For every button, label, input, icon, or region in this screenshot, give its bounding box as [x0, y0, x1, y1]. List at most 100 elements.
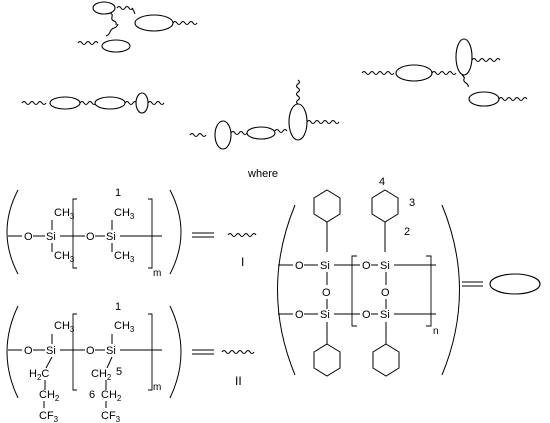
ladder-ellipse [101, 39, 131, 53]
ladder-ellipse [468, 91, 500, 107]
atom-o: O [86, 231, 95, 243]
squiggle-I [124, 100, 138, 106]
atom-o: O [381, 287, 390, 299]
squiggle-I [189, 132, 207, 138]
methylene-group: CH2 [39, 389, 60, 403]
atom-si: Si [106, 345, 116, 357]
methylene-group: H2C [29, 368, 49, 382]
squiggle-I [109, 12, 117, 26]
ladder-ellipse [134, 14, 174, 32]
methyl-group: CH3 [114, 250, 135, 264]
squiggle-I [105, 23, 119, 37]
atom-si: Si [320, 309, 330, 321]
methyl-group: CH3 [54, 320, 75, 334]
trifluoromethyl-group: CF3 [39, 410, 59, 423]
squiggle-I [461, 74, 469, 88]
atom-o: O [322, 287, 331, 299]
caption-where: where [247, 168, 278, 180]
formula-I: O Si CH3 CH3 O Si 1 CH3 CH3 m [6, 187, 182, 279]
squiggle-I [295, 79, 301, 105]
atom-o: O [362, 309, 371, 321]
ladder-ellipse [288, 103, 308, 141]
atom-o: O [295, 260, 304, 272]
ladder-ellipse [94, 96, 126, 110]
atom-o: O [24, 231, 33, 243]
left-parenthesis [277, 204, 296, 376]
ladder-ellipse [395, 64, 433, 82]
repeat-bracket-left [351, 255, 357, 327]
left-parenthesis [6, 189, 19, 275]
formula-II: O Si CH3 H2C CH2 CF3 O Si 1 CH3 CH2 5 6 … [6, 301, 182, 423]
atom-si: Si [380, 260, 390, 272]
ladder-structure: 4 3 2 O Si O Si O O O Si O Si n [277, 176, 460, 377]
repeat-bracket-right [426, 255, 432, 327]
locant-6: 6 [89, 389, 95, 401]
squiggle-I [131, 7, 136, 15]
squiggle-I [431, 70, 457, 76]
phenyl-ring [371, 189, 399, 252]
atom-si: Si [46, 345, 56, 357]
methylene-group: CH2 [91, 368, 112, 382]
ladder-ellipse [214, 120, 232, 150]
schematic-cluster-2 [189, 79, 340, 150]
phenyl-ring [313, 322, 341, 377]
phenyl-ring [372, 322, 400, 377]
squiggle-I [498, 96, 528, 102]
right-parenthesis [169, 189, 182, 275]
schematic-cluster-1 [77, 1, 198, 53]
squiggle-I [172, 20, 198, 26]
atom-si: Si [46, 231, 56, 243]
atom-o: O [295, 309, 304, 321]
methyl-group: CH3 [54, 250, 75, 264]
squiggle-I [471, 57, 501, 63]
squiggle-I [227, 232, 257, 238]
methyl-group: CH3 [114, 320, 135, 334]
squiggle-I [147, 100, 165, 106]
repeat-bracket-right [148, 198, 153, 269]
repeat-bracket-left [72, 313, 77, 391]
squiggle-I [116, 5, 134, 11]
locant-2: 2 [404, 226, 410, 238]
locant-3: 3 [409, 197, 415, 209]
equals-sign [192, 349, 214, 355]
repeat-bracket-left [72, 198, 77, 269]
ladder-ellipse [489, 273, 541, 295]
schematic-cluster-3 [361, 38, 528, 107]
right-parenthesis [441, 204, 460, 376]
equals-sign [192, 232, 214, 238]
squiggle-I [306, 119, 340, 125]
repeat-n: n [433, 326, 439, 337]
right-parenthesis [169, 305, 182, 399]
squiggle-II [221, 349, 255, 355]
ladder-ellipse [246, 126, 276, 140]
methyl-group: CH3 [54, 207, 75, 221]
locant-1: 1 [115, 187, 121, 199]
repeat-m: m [153, 268, 161, 279]
squiggle-I [77, 40, 99, 46]
bond [45, 356, 53, 369]
ladder-ellipse [455, 38, 473, 76]
repeat-bracket-right [148, 313, 153, 391]
left-parenthesis [6, 305, 19, 399]
locant-1: 1 [115, 301, 121, 313]
atom-si: Si [380, 309, 390, 321]
atom-o: O [24, 345, 33, 357]
atom-si: Si [106, 231, 116, 243]
methylene-group: CH2 [101, 389, 122, 403]
locant-4: 4 [379, 176, 385, 188]
label-II: II [235, 374, 242, 388]
squiggle-I [274, 128, 288, 134]
repeat-m: m [153, 382, 161, 393]
squiggle-I [21, 100, 47, 106]
atom-si: Si [320, 260, 330, 272]
equals-sign [462, 281, 483, 287]
phenyl-ring [313, 189, 341, 252]
ladder-ellipse [135, 92, 149, 114]
ladder-ellipse [49, 96, 81, 110]
locant-5: 5 [116, 366, 122, 378]
ladder-ellipse [92, 1, 116, 15]
squiggle-I [361, 70, 395, 76]
label-I: I [241, 255, 244, 269]
methyl-group: CH3 [114, 207, 135, 221]
